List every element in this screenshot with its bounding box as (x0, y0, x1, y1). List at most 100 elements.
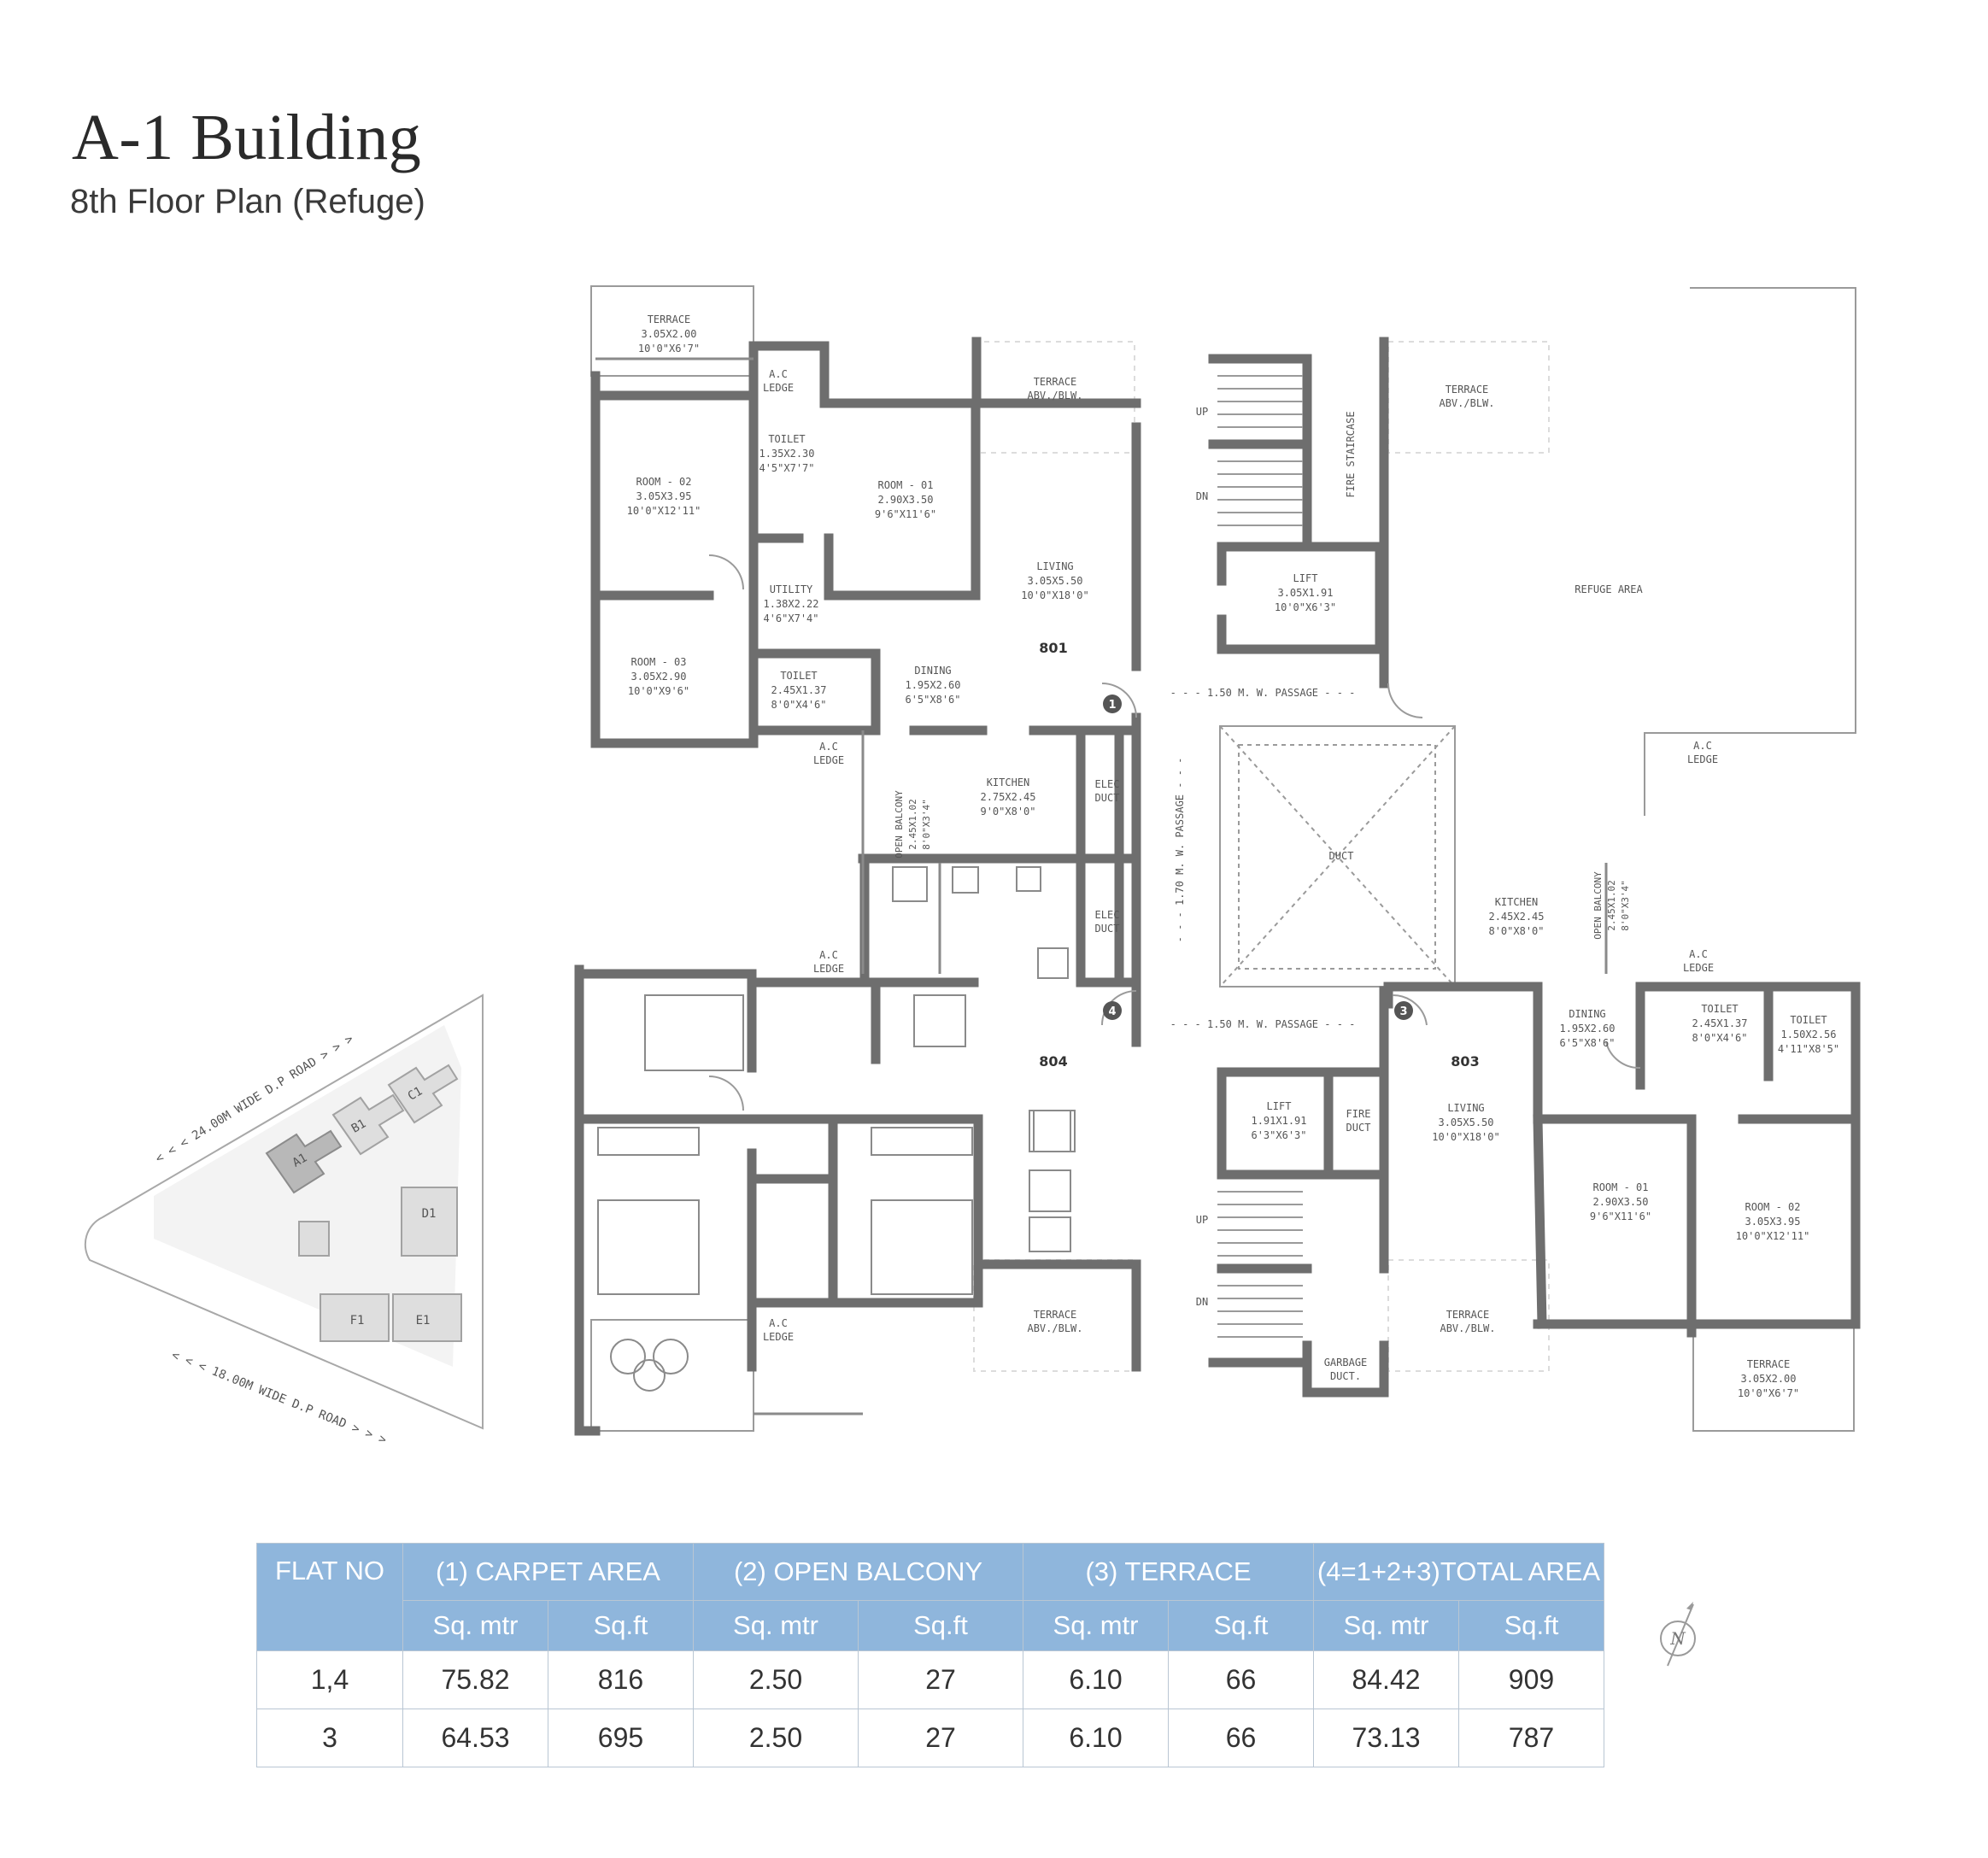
stair-top (1217, 375, 1303, 526)
header-open-balcony: (2) OPEN BALCONY (693, 1543, 1023, 1601)
flat-numbers: 801 804 803 (1039, 640, 1479, 1070)
table-cell: 84.42 (1313, 1650, 1459, 1709)
table-cell: 64.53 (402, 1709, 548, 1767)
site-label-b1: B1 (349, 1117, 369, 1135)
site-label-d1: D1 (422, 1207, 437, 1221)
table-cell: 909 (1458, 1650, 1604, 1709)
table-cell: 27 (858, 1650, 1023, 1709)
subheader-sq-mtr: Sq. mtr (1023, 1600, 1169, 1651)
door-swings (708, 554, 1641, 1111)
north-label: N (1669, 1628, 1686, 1649)
table-cell: 816 (548, 1650, 694, 1709)
walls (574, 337, 1861, 1436)
road-label-bottom: < < < 18.00M WIDE D.P ROAD > > > (169, 1348, 388, 1447)
label-duct: DUCT (1329, 850, 1354, 862)
interior-lines (595, 357, 1608, 1415)
site-label-c1: C1 (406, 1084, 425, 1103)
flat-number-804: 804 (1039, 1053, 1067, 1070)
table-cell: 73.13 (1313, 1709, 1459, 1767)
area-table: FLAT NO (1) CARPET AREA (2) OPEN BALCONY… (256, 1543, 1604, 1767)
label-refuge-area: REFUGE AREA (1575, 583, 1643, 595)
flat-markers: 1 4 3 (1103, 695, 1413, 1020)
label-passage: - - - 1.50 M. W. PASSAGE - - - (1170, 1018, 1356, 1030)
table-cell: 6.10 (1023, 1650, 1169, 1709)
table-cell: 787 (1458, 1709, 1604, 1767)
subheader-sq-mtr: Sq. mtr (402, 1600, 548, 1651)
subheader-sq-mtr: Sq. mtr (693, 1600, 859, 1651)
header-total-area: (4=1+2+3)TOTAL AREA (1313, 1543, 1604, 1601)
site-label-f1: F1 (350, 1314, 365, 1328)
table-cell: 6.10 (1023, 1709, 1169, 1767)
site-block-a1 (265, 1129, 343, 1194)
table-cell: 2.50 (693, 1709, 859, 1767)
header-terrace: (3) TERRACE (1023, 1543, 1314, 1601)
label-passage: - - - 1.70 M. W. PASSAGE - - - (1174, 758, 1186, 943)
label-fire-staircase: FIRE STAIRCASE (1345, 411, 1357, 497)
label-passage: - - - 1.50 M. W. PASSAGE - - - (1170, 687, 1356, 699)
flat-number-801: 801 (1039, 640, 1067, 656)
table-cell: 2.50 (693, 1650, 859, 1709)
table-cell: 27 (858, 1709, 1023, 1767)
table-cell: 75.82 (402, 1650, 548, 1709)
flat-number-803: 803 (1451, 1053, 1479, 1070)
subheader-sq-mtr: Sq. mtr (1313, 1600, 1459, 1651)
marker-3: 3 (1399, 1005, 1407, 1018)
table-row: 1,4 75.82 816 2.50 27 6.10 66 84.42 909 (256, 1650, 1604, 1709)
subheader-sq-ft: Sq.ft (548, 1600, 694, 1651)
table-cell: 66 (1168, 1709, 1314, 1767)
site-blocks (298, 1064, 462, 1342)
label-dn: DN (1196, 1296, 1208, 1308)
table-row: 3 64.53 695 2.50 27 6.10 66 73.13 787 (256, 1709, 1604, 1767)
stair-bottom (1217, 1191, 1303, 1338)
header-carpet-area: (1) CARPET AREA (402, 1543, 694, 1601)
table-subheader-row: Sq. mtr Sq.ft Sq. mtr Sq.ft Sq. mtr Sq.f… (257, 1600, 1604, 1651)
subheader-sq-ft: Sq.ft (1458, 1600, 1604, 1651)
table-cell: 66 (1168, 1650, 1314, 1709)
label-up: UP (1196, 406, 1208, 418)
furniture (597, 866, 1076, 1392)
table-cell: 3 (256, 1709, 403, 1767)
marker-1: 1 (1108, 699, 1116, 712)
marker-4: 4 (1108, 1005, 1116, 1018)
table-cell: 1,4 (256, 1650, 403, 1709)
site-key-plan: < < < 24.00M WIDE D.P ROAD > > > < < < 1… (84, 993, 484, 1447)
site-label-e1: E1 (416, 1314, 431, 1328)
table-cell: 695 (548, 1709, 694, 1767)
light-outlines (590, 285, 1856, 1432)
header-flat-no: FLAT NO (256, 1543, 403, 1651)
stairs (1217, 375, 1303, 1338)
site-label-a1: A1 (290, 1151, 310, 1169)
